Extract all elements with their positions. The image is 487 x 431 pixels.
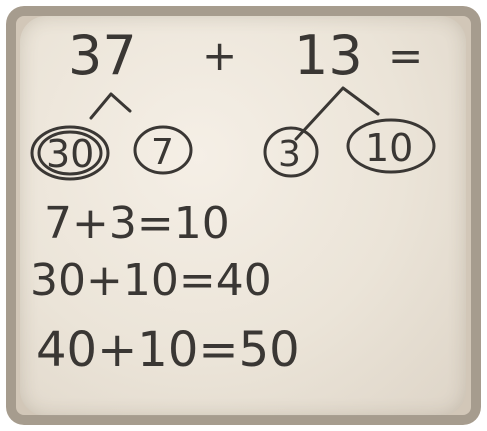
equals-sign: = — [388, 31, 423, 80]
circle-tens-left-inner — [37, 130, 103, 176]
circle-ones-right — [263, 126, 319, 178]
second-number: 13 — [294, 24, 363, 87]
right-tens-label: 10 — [365, 126, 413, 170]
left-branch-lines — [89, 92, 132, 120]
step-2: 30+10=40 — [30, 255, 272, 306]
plus-sign: + — [202, 31, 237, 80]
step-1: 7+3=10 — [44, 198, 230, 249]
photo-frame: 37 + 13 = 30 7 3 10 7+3=10 30+10=40 40+1… — [6, 6, 481, 425]
circle-tens-right — [346, 118, 436, 174]
circle-tens-left-outer — [30, 125, 110, 181]
left-tens-label: 30 — [46, 132, 94, 176]
whiteboard: 37 + 13 = 30 7 3 10 7+3=10 30+10=40 40+1… — [6, 6, 481, 425]
circle-ones-left — [133, 125, 193, 175]
step-3: 40+10=50 — [36, 322, 300, 378]
whiteboard-surface — [20, 16, 466, 416]
handwritten-math: 37 + 13 = 30 7 3 10 7+3=10 30+10=40 40+1… — [30, 24, 436, 378]
right-ones-label: 3 — [278, 134, 301, 175]
right-branch-lines — [294, 86, 380, 141]
first-number: 37 — [68, 24, 137, 87]
left-ones-label: 7 — [151, 132, 174, 173]
